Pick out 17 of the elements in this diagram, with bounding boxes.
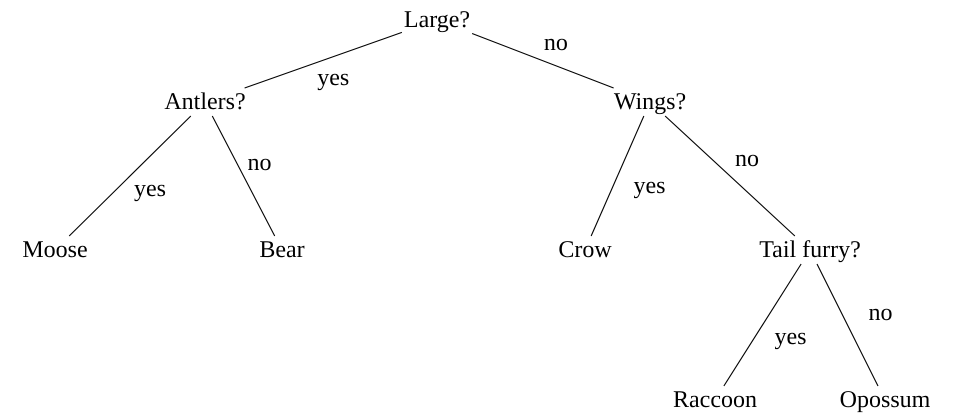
decision-text: Wings? bbox=[612, 88, 688, 116]
branch-line bbox=[244, 32, 402, 89]
branch-line bbox=[212, 116, 276, 236]
branch-line bbox=[816, 264, 878, 386]
branch-line bbox=[723, 264, 802, 386]
decision-text: Raccoon bbox=[671, 386, 759, 414]
branch-line bbox=[472, 33, 614, 89]
decision-text: Large? bbox=[402, 6, 472, 34]
decision-text: Moose bbox=[20, 236, 90, 264]
branch-line bbox=[590, 116, 644, 236]
decision-text: Antlers? bbox=[162, 88, 248, 116]
branch-line bbox=[68, 116, 192, 236]
decision-text: Bear bbox=[257, 236, 307, 264]
branch-line bbox=[664, 116, 796, 236]
decision-text: Tail furry? bbox=[757, 236, 863, 264]
decision-text: Crow bbox=[556, 236, 614, 264]
decision-text: Opossum bbox=[838, 386, 932, 414]
